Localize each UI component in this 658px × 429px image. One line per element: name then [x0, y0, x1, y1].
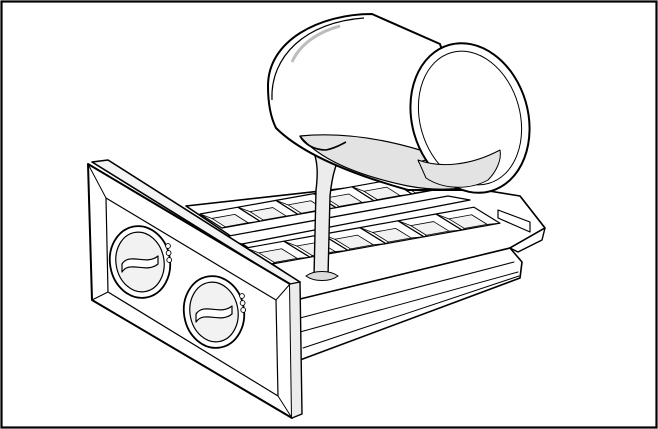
tray-rail [497, 209, 531, 233]
dial-indicator-dot [240, 307, 247, 313]
dial-indicator-dot [166, 257, 173, 263]
tray-cell-wall [397, 220, 463, 238]
dial-indicator-dot [165, 250, 172, 256]
dial-indicator-dot [165, 243, 171, 249]
pitcher-lip [299, 135, 347, 151]
dial-knob [108, 225, 173, 299]
panel-top-bevel [87, 163, 293, 419]
tray-front-groove [299, 261, 520, 349]
water-splash [305, 271, 339, 281]
tray-cell-wall [359, 227, 425, 244]
dial-knobs [108, 225, 247, 349]
pitcher-base-inner [417, 50, 523, 186]
tray-cell-wall [237, 206, 299, 222]
pitcher [267, 13, 531, 194]
tray-cell-wall [351, 186, 413, 202]
tray-cell-wall [283, 240, 349, 258]
panel-right-bracket [289, 281, 303, 419]
tray-right-end [509, 195, 546, 253]
pitcher-base-water [417, 149, 501, 188]
dial-indicator-dot [239, 300, 246, 306]
dial-grip [121, 255, 159, 273]
dial-grip [195, 305, 233, 323]
pitcher-highlight [290, 24, 341, 63]
drawer-front-panel [87, 159, 303, 419]
tray-cell-wall [435, 213, 501, 231]
pitcher-back-edge [271, 17, 365, 101]
dial-indicator-dot [239, 293, 245, 299]
dial-knob [182, 275, 247, 349]
tray-cell-wall [199, 213, 261, 229]
